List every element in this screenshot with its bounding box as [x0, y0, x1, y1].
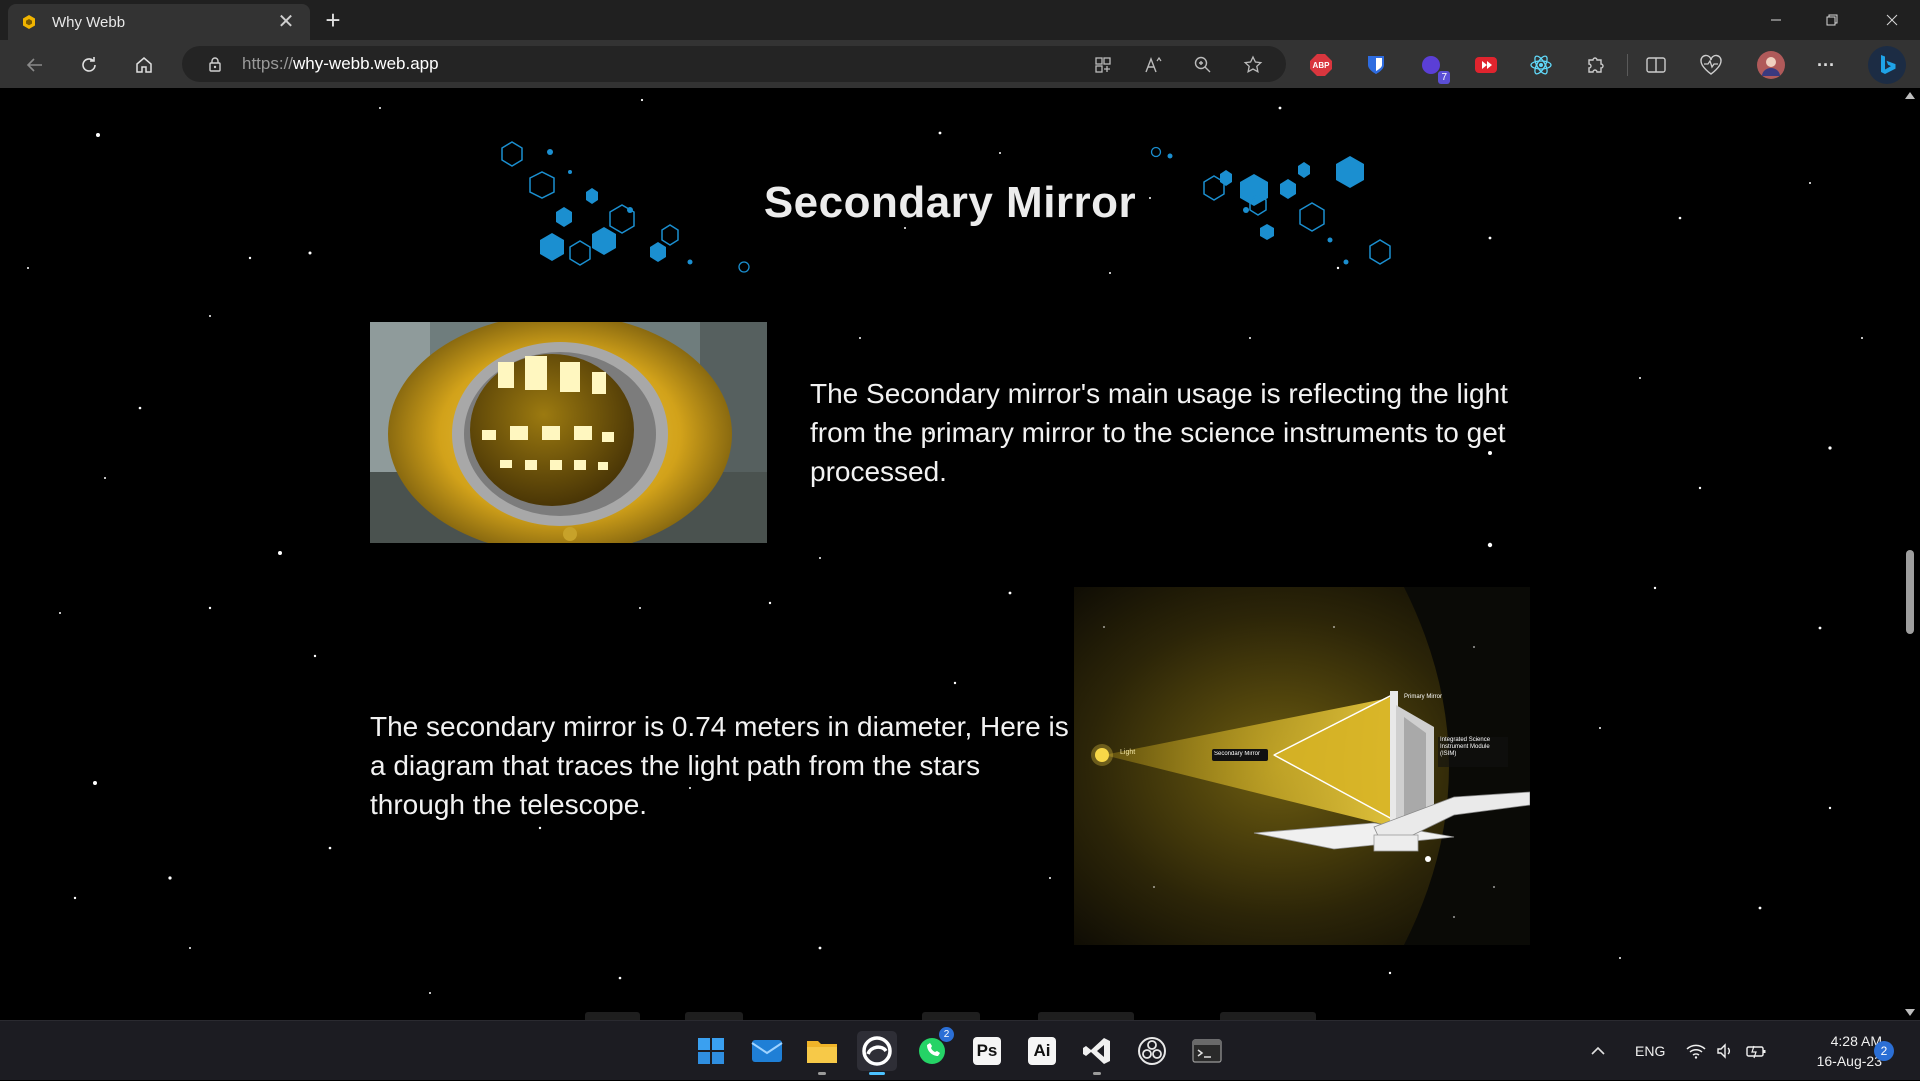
- url-text[interactable]: https://why-webb.web.app: [242, 46, 439, 82]
- bing-copilot-icon[interactable]: [1868, 46, 1906, 84]
- restore-button[interactable]: [1804, 0, 1860, 40]
- secondary-mirror-usage-text: The Secondary mirror's main usage is ref…: [810, 378, 1508, 487]
- close-window-button[interactable]: [1864, 0, 1920, 40]
- page-content: Secondary Mirror The Secondary mirror's …: [0, 88, 1900, 1020]
- video-extension-icon[interactable]: [1473, 52, 1499, 78]
- footer-edge: [1038, 1012, 1134, 1020]
- obs-studio-icon[interactable]: [1132, 1031, 1172, 1071]
- file-explorer-icon[interactable]: [802, 1031, 842, 1075]
- whatsapp-icon[interactable]: 2: [912, 1027, 954, 1071]
- abp-label: ABP: [1312, 60, 1330, 70]
- extension-purple-icon[interactable]: 7: [1418, 52, 1450, 84]
- app-available-icon[interactable]: [1090, 52, 1116, 78]
- address-bar[interactable]: https://why-webb.web.app: [182, 46, 1286, 82]
- language-indicator[interactable]: ENG: [1635, 1043, 1666, 1059]
- scroll-thumb[interactable]: [1906, 550, 1914, 634]
- secondary-mirror-photo: [370, 322, 767, 543]
- footer-edge: [685, 1012, 743, 1020]
- browser-toolbar: https://why-webb.web.app ABP 7: [0, 40, 1920, 88]
- more-options-button[interactable]: ···: [1817, 54, 1835, 75]
- active-indicator: [869, 1072, 885, 1075]
- footer-edge: [585, 1012, 640, 1020]
- scroll-up-arrow-icon[interactable]: [1905, 92, 1915, 99]
- home-button[interactable]: [127, 48, 161, 82]
- extension-badge: 7: [1438, 71, 1450, 84]
- webb-favicon-icon: [20, 13, 38, 31]
- footer-edge: [922, 1012, 980, 1020]
- back-button[interactable]: [18, 48, 52, 82]
- diagram-label-light: Light: [1120, 749, 1136, 756]
- clock-date: 16-Aug-23: [1816, 1053, 1882, 1069]
- adblock-extension-icon[interactable]: ABP: [1308, 52, 1334, 78]
- ai-label: Ai: [1033, 1041, 1051, 1060]
- edge-browser-icon[interactable]: [857, 1031, 897, 1075]
- running-indicator: [1093, 1072, 1101, 1075]
- favorite-star-icon[interactable]: [1240, 52, 1266, 78]
- volume-icon[interactable]: [1716, 1021, 1734, 1081]
- profile-avatar[interactable]: [1754, 48, 1788, 82]
- page-scrollbar[interactable]: [1900, 88, 1920, 1020]
- diagram-label-secondary: Secondary Mirror: [1214, 751, 1261, 757]
- notification-badge[interactable]: 2: [1874, 1041, 1894, 1061]
- clock[interactable]: 4:28 AM 16-Aug-23: [1776, 1031, 1882, 1071]
- battery-icon[interactable]: [1745, 1021, 1767, 1081]
- light-path-diagram: Light Secondary Mirror Primary Mirror In…: [1074, 587, 1530, 945]
- vscode-icon[interactable]: [1077, 1031, 1117, 1075]
- footer-edge: [1220, 1012, 1316, 1020]
- url-scheme: https://: [242, 54, 294, 73]
- toolbar-separator: [1627, 54, 1628, 76]
- bitwarden-shield-icon[interactable]: [1363, 52, 1389, 78]
- tab-close-icon[interactable]: ✕: [277, 11, 295, 33]
- secondary-mirror-diameter-text: The secondary mirror is 0.74 meters in d…: [370, 711, 1069, 820]
- diagram-label-primary: Primary Mirror: [1404, 694, 1442, 700]
- refresh-button[interactable]: [72, 48, 106, 82]
- browser-tab[interactable]: Why Webb ✕: [8, 4, 310, 40]
- hexagon-decoration-right-icon: [1150, 146, 1391, 265]
- terminal-icon[interactable]: [1187, 1031, 1227, 1071]
- zoom-icon[interactable]: [1190, 52, 1216, 78]
- tab-title: Why Webb: [52, 13, 126, 31]
- whatsapp-badge: 2: [939, 1027, 954, 1042]
- read-aloud-icon[interactable]: [1140, 52, 1166, 78]
- react-devtools-icon[interactable]: [1528, 52, 1554, 78]
- clock-time: 4:28 AM: [1830, 1033, 1882, 1049]
- page-title: Secondary Mirror: [763, 178, 1137, 227]
- photoshop-icon[interactable]: Ps: [967, 1031, 1007, 1071]
- extensions-puzzle-icon[interactable]: [1583, 52, 1609, 78]
- illustrator-icon[interactable]: Ai: [1022, 1031, 1062, 1071]
- diagram-label-isim: Integrated Science Instrument Module (IS…: [1440, 737, 1491, 757]
- scroll-down-arrow-icon[interactable]: [1905, 1009, 1915, 1016]
- running-indicator: [818, 1072, 826, 1075]
- windows-taskbar: 2 Ps Ai ENG 4:28 AM 16-Aug-23 2: [0, 1020, 1920, 1080]
- hexagon-decoration-left-icon: [501, 141, 750, 273]
- mail-app-icon[interactable]: [747, 1031, 787, 1071]
- browser-essentials-icon[interactable]: [1698, 52, 1724, 78]
- tab-bar: Why Webb ✕ +: [0, 0, 1920, 40]
- ps-label: Ps: [976, 1041, 998, 1060]
- new-tab-button[interactable]: +: [325, 5, 341, 35]
- url-host: why-webb.web.app: [293, 54, 439, 73]
- lock-icon[interactable]: [206, 55, 224, 73]
- split-screen-icon[interactable]: [1643, 52, 1669, 78]
- start-button[interactable]: [691, 1031, 731, 1071]
- minimize-button[interactable]: [1748, 0, 1804, 40]
- wifi-icon[interactable]: [1686, 1021, 1706, 1081]
- show-hidden-icons-button[interactable]: [1590, 1021, 1606, 1081]
